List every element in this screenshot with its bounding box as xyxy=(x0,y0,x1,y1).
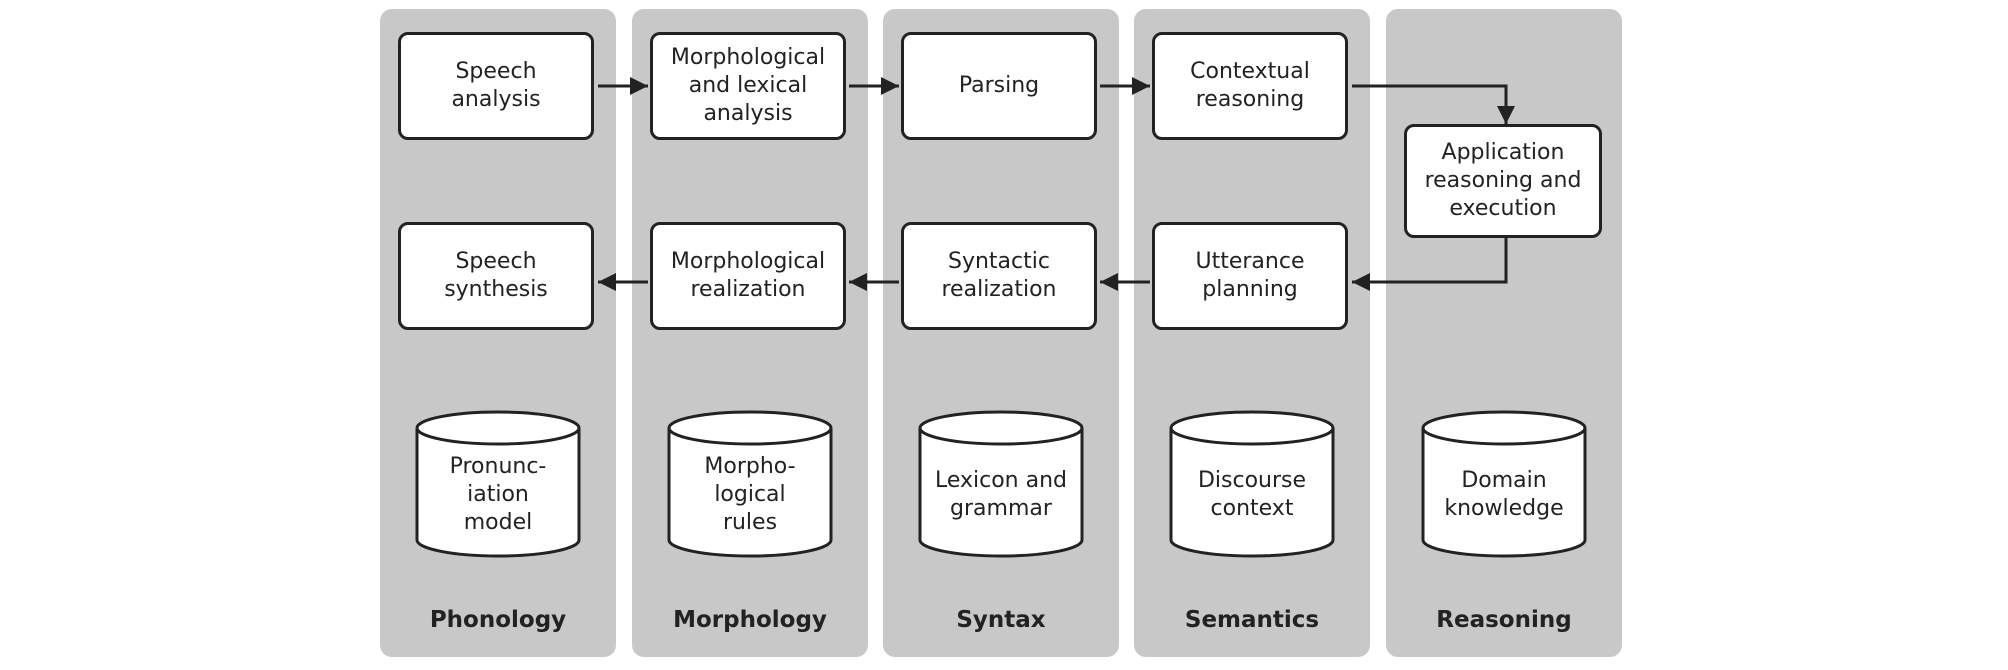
store-label: Domain knowledge xyxy=(1444,468,1564,521)
column-label-phonology: Phonology xyxy=(429,607,567,633)
column-label-semantics: Semantics xyxy=(1184,607,1320,633)
box-morphological-lexical-analysis: Morphological and lexical analysis xyxy=(650,32,846,140)
box-label: Speech analysis xyxy=(451,59,541,112)
box-speech-synthesis: Speech synthesis xyxy=(398,222,594,330)
column-label-morphology: Morphology xyxy=(673,607,827,633)
store-label: Morpho- logical rules xyxy=(704,454,796,535)
box-utterance-planning: Utterance planning xyxy=(1152,222,1348,330)
box-parsing: Parsing xyxy=(901,32,1097,140)
column-label-reasoning: Reasoning xyxy=(1436,607,1572,633)
store-pronunciation-model: Pronunc- iation model xyxy=(415,410,581,558)
box-label: Parsing xyxy=(958,73,1040,98)
box-label: Morphological realization xyxy=(670,249,826,302)
cylinder-icon xyxy=(415,410,581,558)
box-label: Application reasoning and execution xyxy=(1424,140,1582,221)
store-label: Lexicon and grammar xyxy=(934,468,1068,521)
store-label: Discourse context xyxy=(1197,468,1307,521)
box-contextual-reasoning: Contextual reasoning xyxy=(1152,32,1348,140)
cylinder-icon xyxy=(918,410,1084,558)
box-label: Contextual reasoning xyxy=(1190,59,1310,112)
cylinder-icon xyxy=(1421,410,1587,558)
store-discourse-context: Discourse context xyxy=(1169,410,1335,558)
box-label: Syntactic realization xyxy=(941,249,1057,302)
box-speech-analysis: Speech analysis xyxy=(398,32,594,140)
store-label: Pronunc- iation model xyxy=(449,454,547,535)
box-syntactic-realization: Syntactic realization xyxy=(901,222,1097,330)
box-label: Utterance planning xyxy=(1195,249,1305,302)
column-reasoning: Reasoning xyxy=(1386,9,1622,657)
box-application-reasoning: Application reasoning and execution xyxy=(1404,124,1602,238)
box-morphological-realization: Morphological realization xyxy=(650,222,846,330)
cylinder-icon xyxy=(1169,410,1335,558)
store-domain-knowledge: Domain knowledge xyxy=(1421,410,1587,558)
cylinder-icon xyxy=(667,410,833,558)
box-label: Morphological and lexical analysis xyxy=(670,45,826,126)
store-morphological-rules: Morpho- logical rules xyxy=(667,410,833,558)
column-label-syntax: Syntax xyxy=(956,607,1046,633)
box-label: Speech synthesis xyxy=(444,249,548,302)
store-lexicon-grammar: Lexicon and grammar xyxy=(918,410,1084,558)
